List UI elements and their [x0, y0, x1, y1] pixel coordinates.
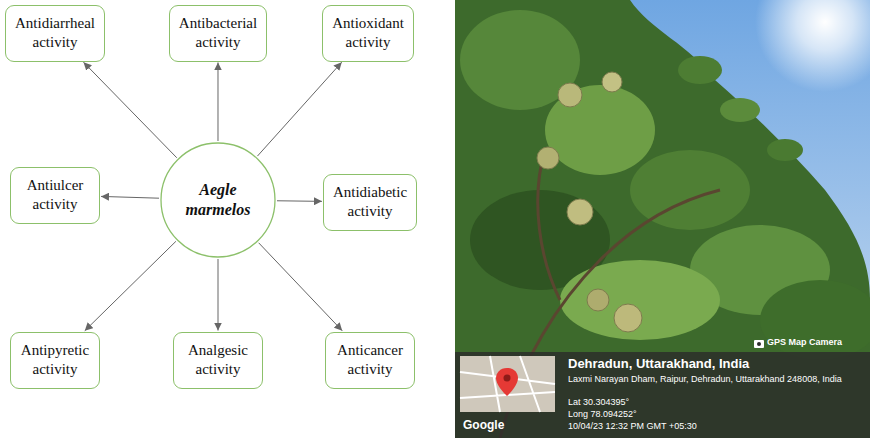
activity-label: Antipyretic activity [21, 341, 89, 379]
leaf-cluster [560, 260, 720, 340]
activity-label: Antidiarrheal activity [15, 14, 95, 52]
activity-box: Analgesic activity [173, 332, 263, 389]
bael-fruit [602, 72, 622, 92]
camera-icon [754, 340, 764, 348]
leaf-cluster [760, 280, 870, 360]
location-title: Dehradun, Uttarakhand, India [568, 356, 863, 372]
activity-label: Antibacterial activity [179, 14, 257, 52]
activity-box: Antiulcer activity [10, 167, 100, 224]
activity-label: Antidiabetic activity [333, 183, 407, 221]
longitude: Long 78.094252° [568, 409, 858, 420]
activity-box: Antioxidant activity [322, 5, 414, 62]
activity-box: Antipyretic activity [10, 332, 100, 389]
arrow-connector [217, 63, 218, 142]
leaf-cluster [767, 139, 803, 161]
activity-box: Anticancer activity [325, 332, 415, 389]
gps-info-band [455, 352, 870, 438]
leaf-cluster [630, 150, 750, 230]
leaf-cluster [678, 56, 722, 84]
map-pin-dot [504, 375, 511, 382]
activity-box: Antibacterial activity [169, 5, 267, 62]
bael-fruit [567, 199, 593, 225]
map-pin [496, 368, 518, 396]
arrow-connector [259, 243, 343, 331]
watermark: GPS Map Camera [767, 337, 867, 348]
activity-label: Antiulcer activity [27, 176, 84, 214]
arrow-connector [84, 62, 177, 158]
leaf-cluster [720, 98, 760, 122]
activity-label: Antioxidant activity [332, 14, 404, 52]
bael-fruit [558, 83, 582, 107]
circle-outline [160, 142, 276, 258]
timestamp: 10/04/23 12:32 PM GMT +05:30 [568, 421, 858, 432]
sun-glare [755, 0, 870, 92]
activity-box: Antidiarrheal activity [5, 5, 105, 62]
activity-label: Anticancer activity [337, 341, 403, 379]
bael-fruit [587, 289, 609, 311]
address: Laxmi Narayan Dham, Raipur, Dehradun, Ut… [568, 374, 858, 385]
plant-circle: Aegle marmelos [160, 142, 276, 258]
tree-foliage [455, 0, 870, 438]
map-attribution: Google [463, 418, 553, 432]
bael-fruit [537, 147, 559, 169]
circle-shape [161, 143, 275, 257]
activity-label: Analgesic activity [188, 341, 248, 379]
arrow-connector [277, 200, 322, 202]
bael-fruit [614, 304, 642, 332]
map-road [460, 356, 555, 412]
arrow-connector [101, 196, 159, 198]
plant-name: Aegle marmelos [186, 180, 251, 220]
activity-box: Antidiabetic activity [323, 174, 417, 231]
photo-content [455, 0, 870, 438]
camera-lens [757, 342, 761, 346]
arrow-connector [257, 62, 341, 156]
latitude: Lat 30.304395° [568, 397, 858, 408]
arrow-connector [85, 241, 176, 330]
map-thumbnail [460, 356, 555, 412]
arrow-connector [218, 259, 219, 331]
